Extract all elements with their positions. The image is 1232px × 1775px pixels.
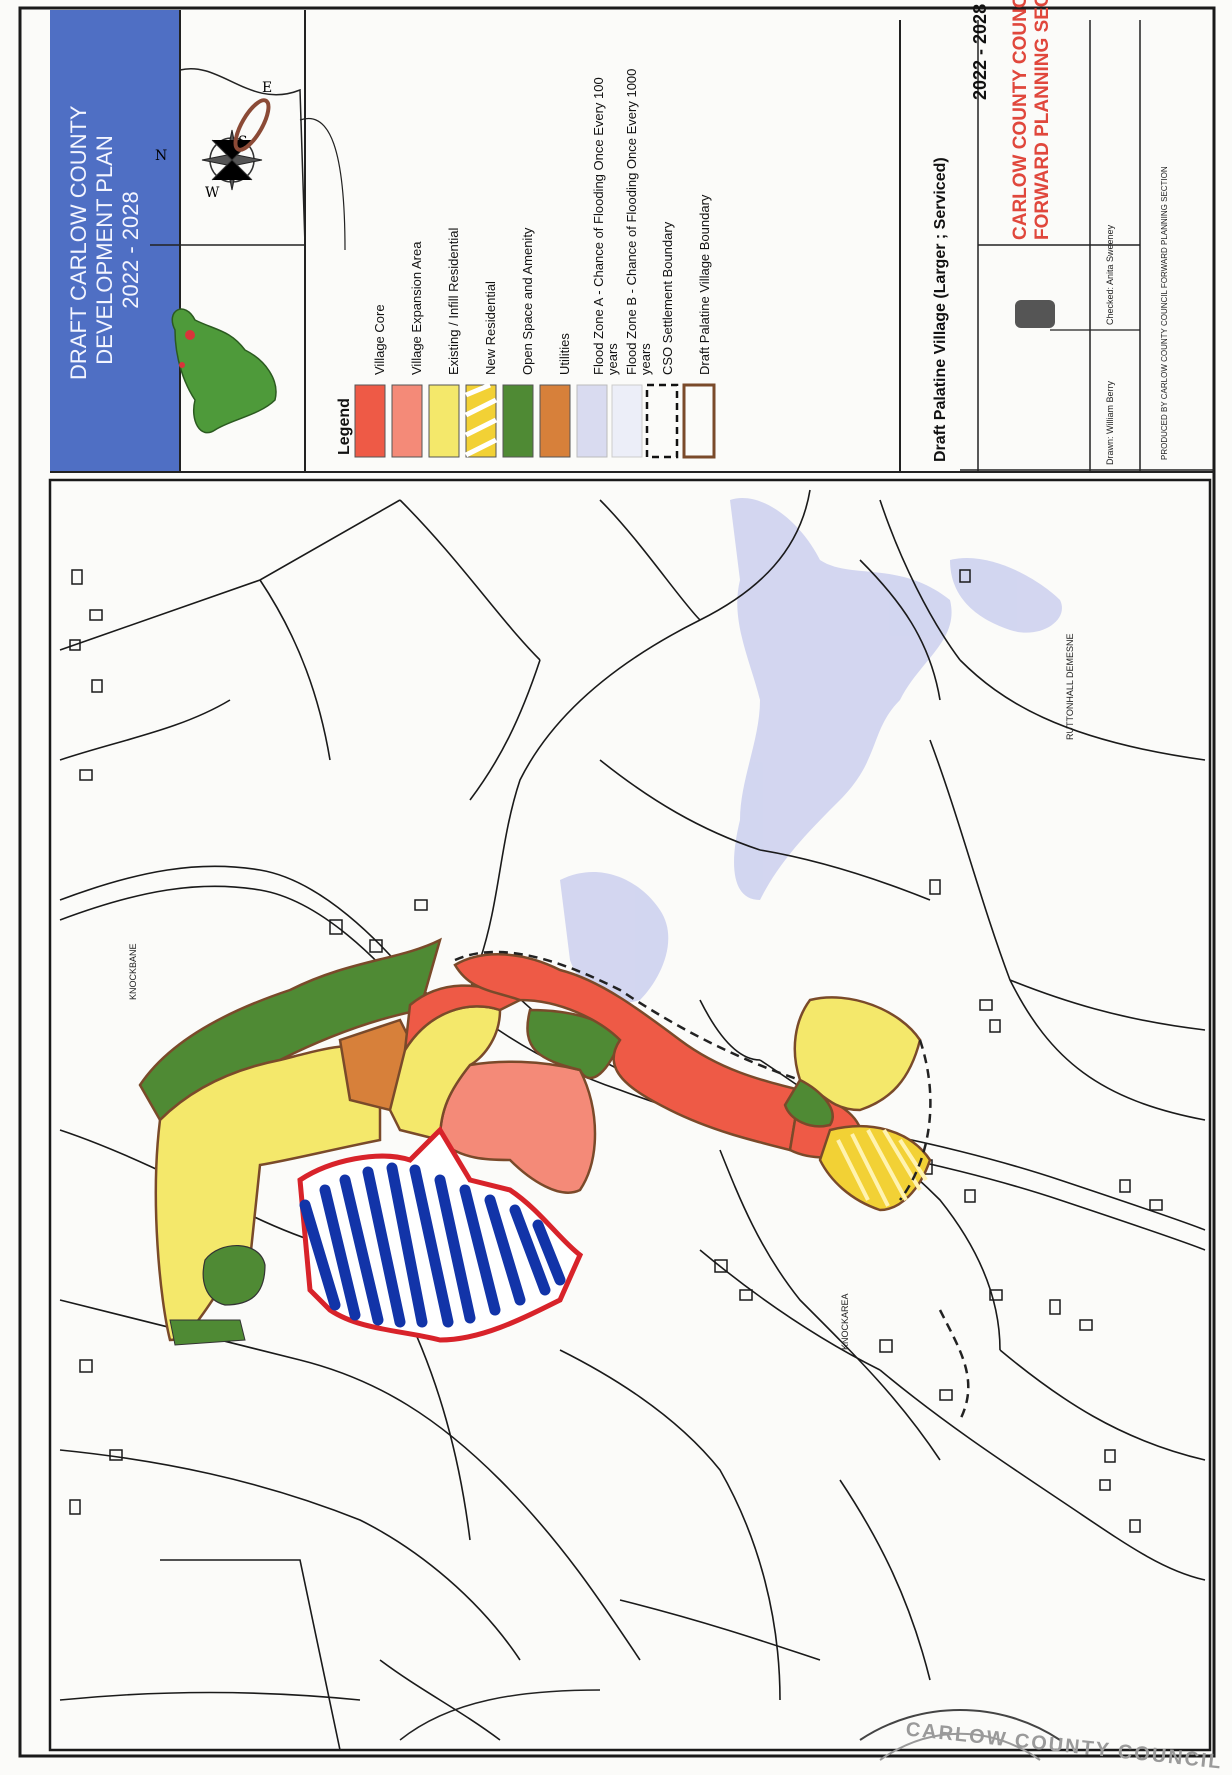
- cso-settlement-boundary: [454, 950, 970, 1421]
- legend-label-cso-boundary: CSO Settlement Boundary: [660, 221, 675, 375]
- council-line-1: CARLOW COUNTY COUNCIL: [1010, 0, 1031, 240]
- produced-by: PRODUCED BY CARLOW COUNTY COUNCIL FORWAR…: [1160, 166, 1169, 460]
- flood-zone-areas: [560, 498, 1062, 1003]
- plan-title-block: DRAFT CARLOW COUNTY DEVELOPMENT PLAN 202…: [66, 105, 144, 380]
- title-line-1: DRAFT CARLOW COUNTY: [66, 105, 91, 380]
- checked-by: Checked: Anita Sweeney: [1105, 224, 1115, 325]
- legend-label-village-expansion: Village Expansion Area: [409, 241, 424, 375]
- compass-w-label: W: [205, 185, 220, 201]
- legend-swatches: [354, 382, 716, 459]
- council-name: CARLOW COUNTY COUNCIL FORWARD PLANNING S…: [1010, 0, 1054, 240]
- place-name-ruttonhall: RUTTONHALL DEMESNE: [1065, 633, 1075, 740]
- county-inset-map: [171, 308, 277, 434]
- legend-label-open-space: Open Space and Amenity: [520, 227, 535, 375]
- legend-label-utilities: Utilities: [557, 333, 572, 375]
- place-name-knockbane: KNOCKBANE: [128, 943, 138, 1000]
- zoning-layer: [138, 937, 932, 1346]
- compass-n-label: N: [155, 148, 168, 164]
- plan-name: Draft Palatine Village (Larger ; Service…: [932, 157, 949, 462]
- council-line-2: FORWARD PLANNING SECTION: [1032, 0, 1053, 240]
- compass-s-label: S: [238, 134, 248, 150]
- compass-e-label: E: [262, 80, 273, 96]
- title-block-blue: [50, 10, 180, 472]
- legend-label-village-core: Village Core: [372, 304, 387, 375]
- drawn-by: Drawn: William Berry: [1105, 380, 1115, 465]
- legend-label-new-residential: New Residential: [483, 281, 498, 375]
- field-boundaries: [59, 489, 1206, 1751]
- legend-heading: Legend: [336, 398, 353, 455]
- council-logo-icon: [1015, 300, 1055, 328]
- title-line-2: DEVELOPMENT PLAN: [92, 135, 117, 365]
- legend-label-flood-zone-a: Flood Zone A - Chance of Flooding Once E…: [591, 77, 620, 375]
- building-footprints: [69, 569, 1163, 1533]
- place-name-knockarea: KNOCKAREA: [840, 1293, 850, 1350]
- legend-label-existing-residential: Existing / Infill Residential: [446, 227, 461, 375]
- legend-label-draft-boundary: Draft Palatine Village Boundary: [697, 194, 712, 375]
- compass-rose-icon: [201, 98, 271, 191]
- blue-hatch-annotation: [299, 1162, 566, 1328]
- plan-years: 2022 - 2028: [970, 3, 990, 100]
- title-line-3: 2022 - 2028: [118, 191, 143, 309]
- legend-label-flood-zone-b: Flood Zone B - Chance of Flooding Once E…: [624, 68, 653, 375]
